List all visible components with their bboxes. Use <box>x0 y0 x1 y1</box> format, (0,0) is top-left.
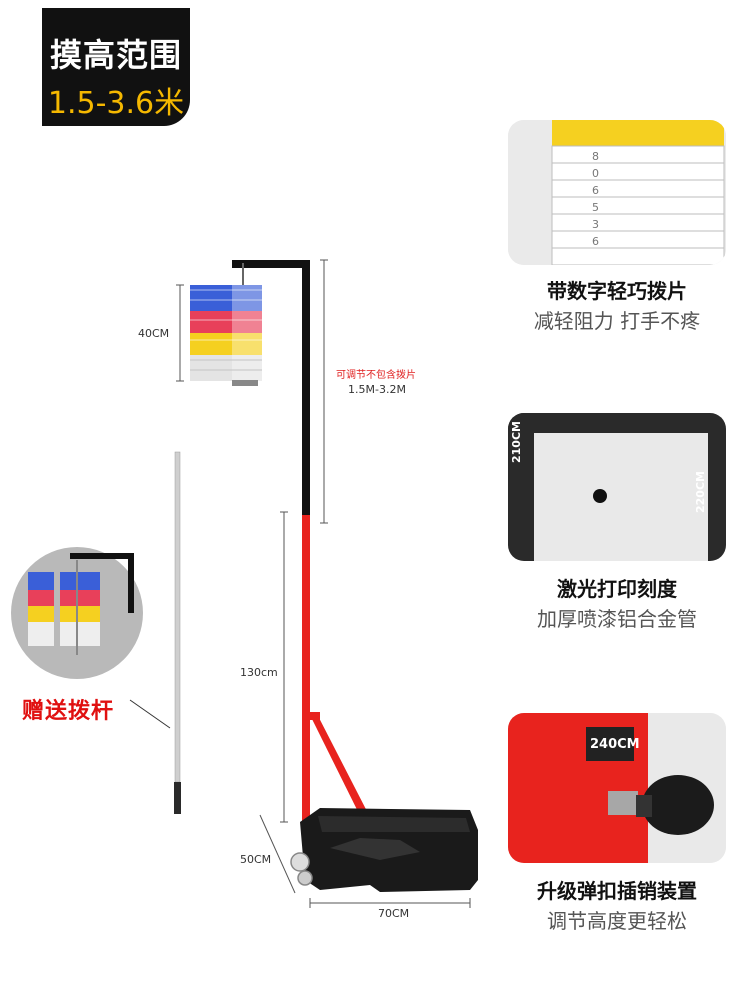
feature-card-vanes: 8 0 6 5 3 6 <box>508 120 726 265</box>
feature-subtitle-pin: 调节高度更轻松 <box>547 909 687 933</box>
gift-pole <box>174 451 181 783</box>
wheel-icon <box>290 852 310 872</box>
svg-text:0: 0 <box>592 167 599 180</box>
svg-text:8: 8 <box>592 150 599 163</box>
range-badge-title: 摸高范围 <box>49 36 182 74</box>
feature-title-scale: 激光打印刻度 <box>557 577 677 601</box>
svg-text:6: 6 <box>592 235 599 248</box>
feature-card-pin: 240CM <box>508 713 726 863</box>
feature-title-vanes: 带数字轻巧拨片 <box>547 279 687 303</box>
feature-title-pin: 升级弹扣插销装置 <box>537 879 697 903</box>
yellow-vanes <box>552 120 724 146</box>
gift-label: 赠送拨杆 <box>22 699 115 724</box>
top-arm <box>232 260 310 268</box>
flags-height-label: 40CM <box>138 327 170 340</box>
svg-text:5: 5 <box>592 201 599 214</box>
white-vanes <box>551 145 725 265</box>
svg-text:3: 3 <box>592 218 599 231</box>
spring-pin-icon <box>642 775 714 835</box>
feature-card-scale: 210CM 220CM <box>508 413 726 561</box>
adjust-hole-icon <box>593 489 607 503</box>
feature-subtitle-scale: 加厚喷漆铝合金管 <box>537 607 697 631</box>
flag-stack <box>190 263 262 386</box>
range-badge: 摸高范围 1.5-3.6米 <box>42 8 190 126</box>
base-depth-label: 50CM <box>240 853 272 866</box>
scale-mark-220: 220CM <box>694 471 707 513</box>
adjustable-note: 可调节不包含拨片 <box>336 370 416 381</box>
feature-subtitle-vanes: 减轻阻力 打手不疼 <box>533 309 701 333</box>
scale-mark-210: 210CM <box>510 421 523 463</box>
range-badge-value: 1.5-3.6米 <box>47 86 185 121</box>
product-illustration <box>11 259 478 908</box>
scale-mark-240: 240CM <box>590 737 640 752</box>
lower-pole <box>302 515 310 835</box>
adjustable-range-label: 1.5M-3.2M <box>348 383 406 396</box>
pole-height-label: 130cm <box>240 666 278 679</box>
base-width-label: 70CM <box>378 907 410 920</box>
upper-pole <box>302 262 310 517</box>
svg-text:6: 6 <box>592 184 599 197</box>
